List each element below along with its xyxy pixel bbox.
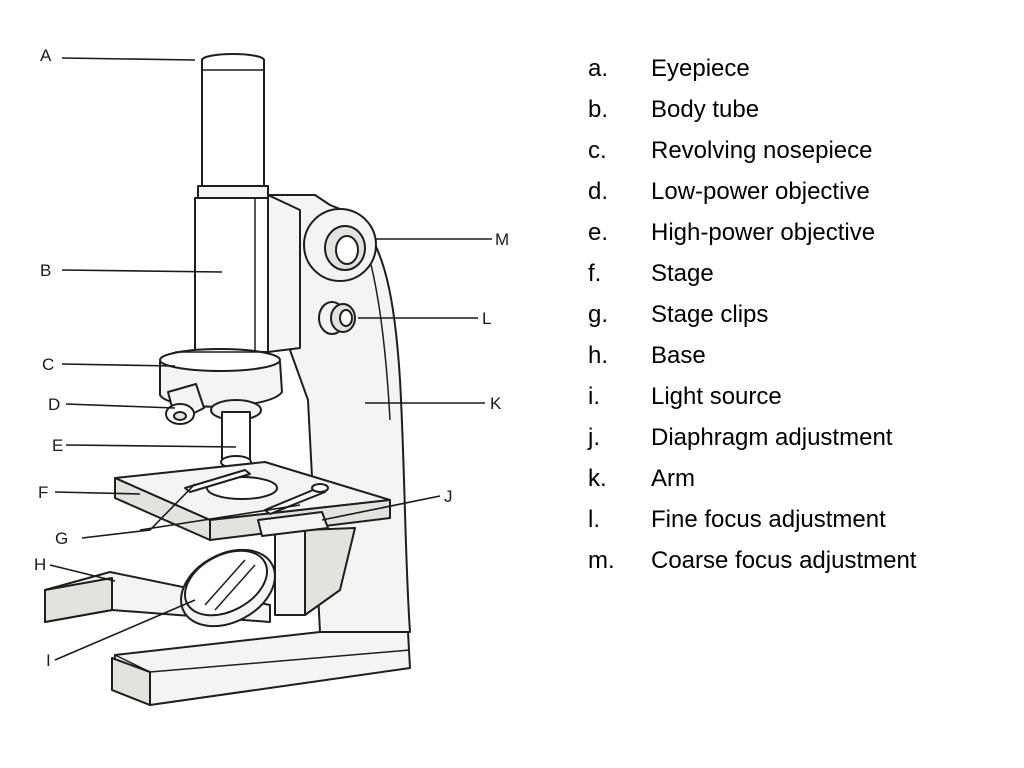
legend-key: i. <box>588 382 600 410</box>
legend-key: a. <box>588 54 609 82</box>
light-source-mirror <box>180 548 276 628</box>
low-power-objective <box>165 383 205 425</box>
callout-letter-e: E <box>52 436 63 455</box>
legend-label: Fine focus adjustment <box>651 505 886 533</box>
eyepiece <box>201 53 265 187</box>
legend-key: g. <box>588 300 609 328</box>
parts-legend: a. Eyepiece b. Body tube c. Revolving nosep… <box>588 48 916 581</box>
body-tube <box>194 185 301 353</box>
legend-item: d. Low-power objective <box>588 171 916 212</box>
legend-item: f. Stage <box>588 253 916 294</box>
legend-key: l. <box>588 505 600 533</box>
legend-label: Eyepiece <box>651 54 750 82</box>
legend-item: i. Light source <box>588 376 916 417</box>
callout-letter-a: A <box>40 46 52 65</box>
callout-letter-d: D <box>48 395 60 414</box>
legend-item: h. Base <box>588 335 916 376</box>
legend-item: l. Fine focus adjustment <box>588 499 916 540</box>
legend-label: Diaphragm adjustment <box>651 423 893 451</box>
callout-letter-b: B <box>40 261 51 280</box>
legend-key: m. <box>588 546 615 574</box>
legend-item: b. Body tube <box>588 89 916 130</box>
legend-label: Stage clips <box>651 300 769 328</box>
callout-letter-l: L <box>482 309 491 328</box>
callout-letter-m: M <box>495 230 509 249</box>
legend-item: e. High-power objective <box>588 212 916 253</box>
legend-key: k. <box>588 464 607 492</box>
callout-letters: A B C D E F G H I J K L M <box>34 46 509 670</box>
legend-label: Stage <box>651 259 714 287</box>
callout-letter-f: F <box>38 483 48 502</box>
coarse-focus-knob <box>303 208 377 282</box>
legend-label: Revolving nosepiece <box>651 136 873 164</box>
legend-label: Body tube <box>651 95 760 123</box>
legend-key: h. <box>588 341 609 369</box>
legend-item: k. Arm <box>588 458 916 499</box>
callout-letter-g: G <box>55 529 68 548</box>
legend-label: Coarse focus adjustment <box>651 546 917 574</box>
legend-key: j. <box>588 423 600 451</box>
callout-letter-k: K <box>490 394 502 413</box>
legend-key: d. <box>588 177 609 205</box>
legend-item: a. Eyepiece <box>588 48 916 89</box>
legend-item: g. Stage clips <box>588 294 916 335</box>
legend-item: j. Diaphragm adjustment <box>588 417 916 458</box>
legend-item: c. Revolving nosepiece <box>588 130 916 171</box>
legend-label: Arm <box>651 464 695 492</box>
legend-key: b. <box>588 95 609 123</box>
diaphragm <box>257 511 329 537</box>
stage-pillar <box>274 527 356 616</box>
fine-focus-knob <box>318 301 356 335</box>
callout-letter-c: C <box>42 355 54 374</box>
legend-item: m. Coarse focus adjustment <box>588 540 916 581</box>
callout-letter-j: J <box>444 487 453 506</box>
legend-label: Low-power objective <box>651 177 870 205</box>
callout-letter-h: H <box>34 555 46 574</box>
legend-label: High-power objective <box>651 218 876 246</box>
microscope-diagram: A B C D E F G H I J K L M <box>34 46 509 706</box>
legend-label: Light source <box>651 382 782 410</box>
high-power-objective <box>210 399 262 469</box>
legend-key: e. <box>588 218 609 246</box>
legend-key: c. <box>588 136 607 164</box>
callout-letter-i: I <box>46 651 51 670</box>
legend-label: Base <box>651 341 706 369</box>
leader-lines <box>49 57 492 661</box>
legend-key: f. <box>588 259 602 287</box>
